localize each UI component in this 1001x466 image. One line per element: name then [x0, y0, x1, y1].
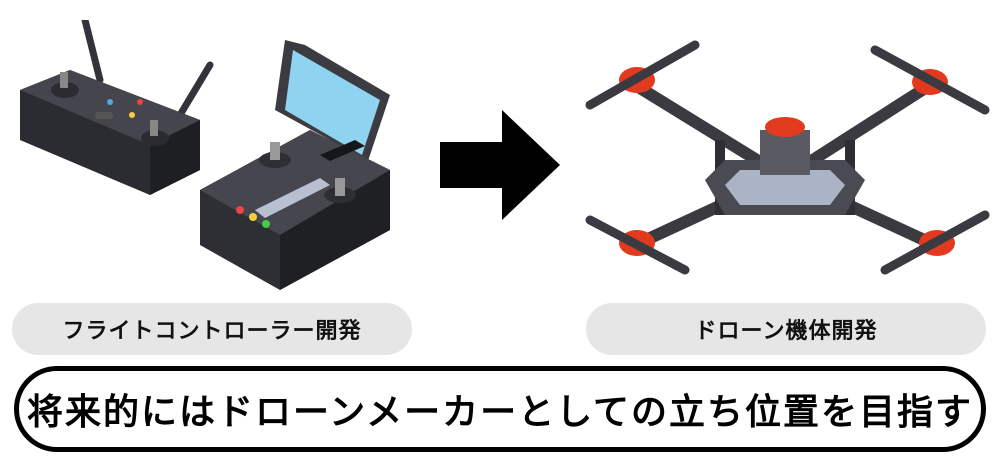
drone-icon [585, 40, 990, 275]
drone-body-label: ドローン機体開発 [586, 303, 986, 355]
controllers-illustration [20, 20, 390, 290]
goal-statement: 将来的にはドローンメーカーとしての立ち位置を目指す [14, 366, 986, 452]
remote-controller-icon [20, 20, 214, 195]
arrow-right-icon [440, 110, 560, 220]
flight-controller-label: フライトコントローラー開発 [12, 303, 412, 355]
ground-station-controller-icon [200, 40, 390, 290]
